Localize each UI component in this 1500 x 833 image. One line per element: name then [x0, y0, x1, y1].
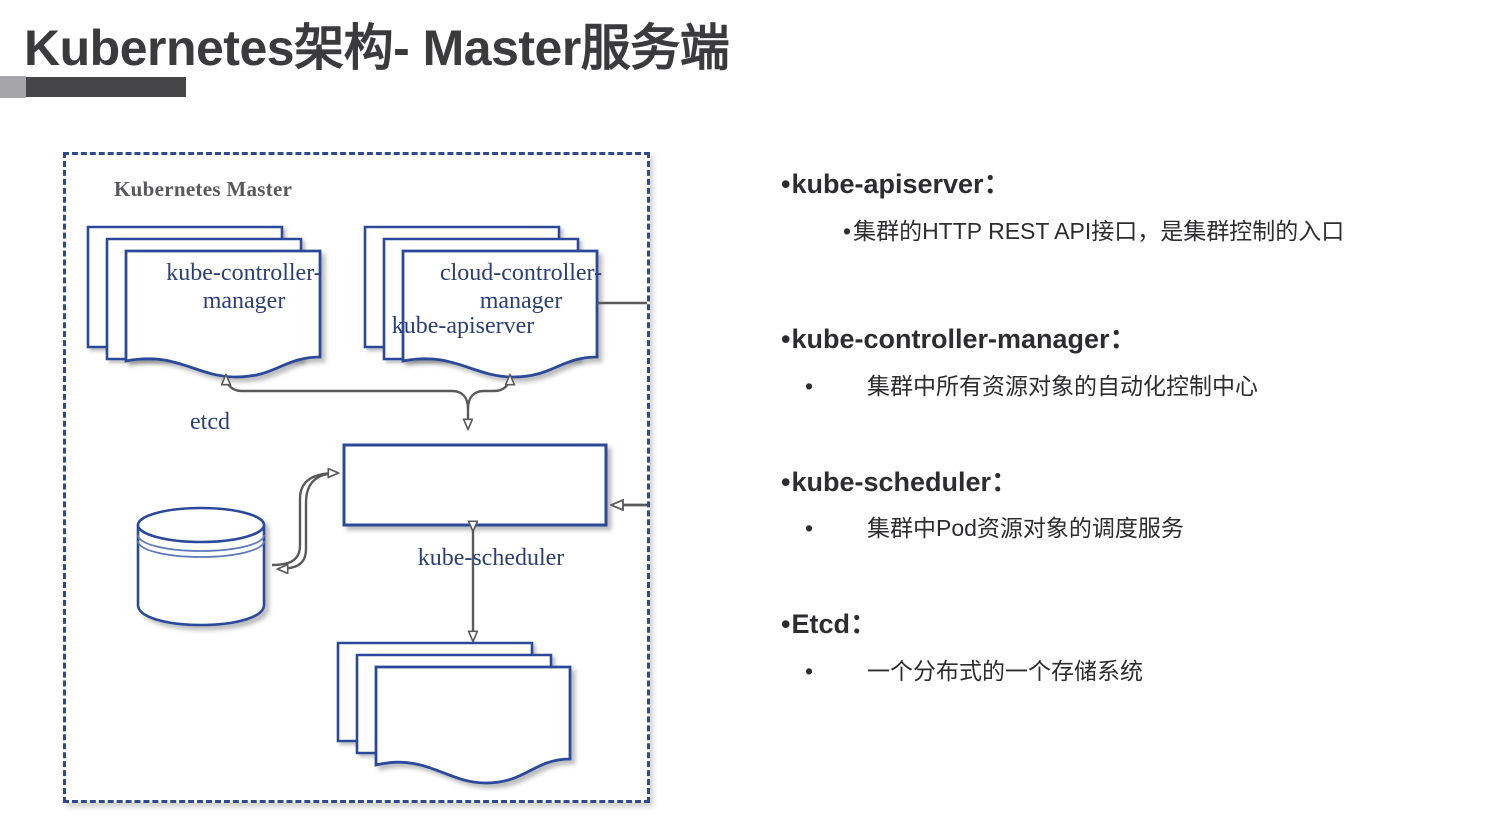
item-text: 集群中Pod资源对象的调度服务: [867, 515, 1184, 542]
bullet-group-kube-apiserver: •kube-apiserver： •集群的HTTP REST API接口，是集群…: [781, 168, 1471, 247]
node-kube-apiserver: [342, 443, 608, 527]
bullet-item-kube-scheduler-0: • 集群中Pod资源对象的调度服务: [805, 513, 1471, 544]
bullet-dot: •: [781, 169, 791, 199]
page-title: Kubernetes架构- Master服务端: [24, 20, 730, 76]
heading-text: kube-apiserver：: [791, 169, 1011, 199]
bullet-item-kube-controller-manager-0: • 集群中所有资源对象的自动化控制中心: [805, 371, 1471, 402]
node-kube-scheduler: [336, 641, 572, 785]
bullet-dot: •: [781, 466, 791, 497]
heading-text: kube-scheduler：: [791, 466, 1019, 497]
diagram-graphics: [86, 225, 647, 785]
bullet-group-kube-scheduler: •kube-scheduler： •集群中Pod资源对象的调度服务: [781, 466, 1471, 545]
bullet-marker: •: [805, 372, 814, 399]
bullet-group-kube-controller-manager: •kube-controller-manager： •集群中所有资源对象的自动化…: [781, 323, 1471, 402]
bullet-heading-kube-controller-manager: •kube-controller-manager：: [781, 323, 1471, 357]
heading-text: kube-controller-manager：: [791, 323, 1137, 354]
bullet-marker: •: [843, 217, 852, 244]
item-text: 集群中所有资源对象的自动化控制中心: [867, 372, 1258, 399]
bullet-dot: •: [781, 609, 791, 640]
title-accent-bar: [0, 76, 186, 98]
item-text: 一个分布式的一个存储系统: [867, 658, 1143, 685]
bullet-heading-kube-apiserver: •kube-apiserver：: [781, 168, 1471, 202]
diagram-panel-label: Kubernetes Master: [114, 177, 293, 201]
node-etcd: [136, 506, 266, 627]
bullet-marker: •: [805, 658, 814, 685]
bullet-item-etcd-0: • 一个分布式的一个存储系统: [805, 656, 1471, 687]
bullet-item-kube-apiserver-0: •集群的HTTP REST API接口，是集群控制的入口: [843, 216, 1471, 247]
bullet-marker: •: [805, 515, 814, 542]
bullet-group-etcd: •Etcd： •一个分布式的一个存储系统: [781, 608, 1471, 687]
kubernetes-master-diagram: Kubernetes Master: [63, 152, 650, 803]
node-cloud-controller-manager: [363, 225, 599, 379]
bullet-list: •kube-apiserver： •集群的HTTP REST API接口，是集群…: [781, 168, 1471, 687]
item-text: 集群的HTTP REST API接口，是集群控制的入口: [853, 217, 1345, 244]
heading-text: Etcd：: [791, 609, 877, 640]
node-kube-controller-manager: [86, 225, 322, 379]
bullet-heading-etcd: •Etcd：: [781, 608, 1471, 642]
bullet-dot: •: [781, 323, 791, 354]
bullet-heading-kube-scheduler: •kube-scheduler：: [781, 466, 1471, 500]
